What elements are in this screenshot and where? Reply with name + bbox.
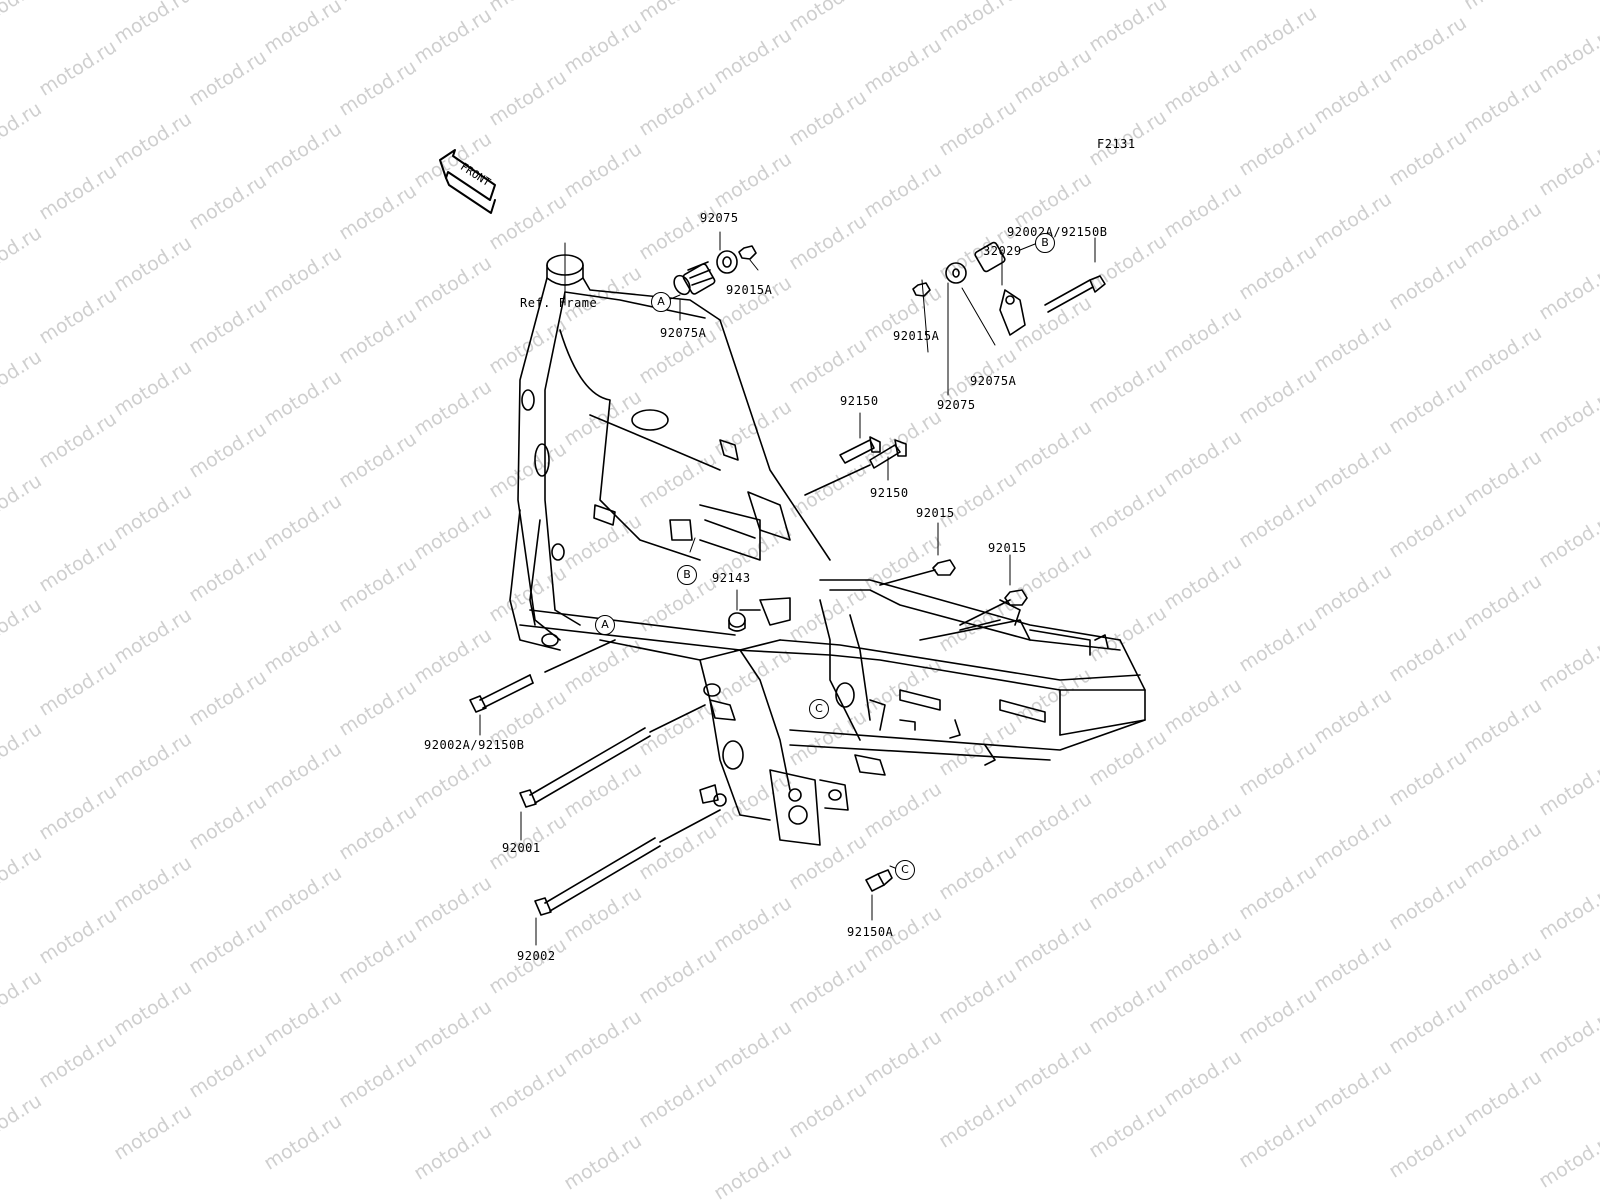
leader-lines: [479, 231, 1096, 946]
label-92015A-mid: 92015A: [893, 329, 940, 343]
label-92015-b: 92015: [988, 541, 1027, 555]
label-92001: 92001: [502, 841, 541, 855]
figure-code: F2131: [1097, 137, 1136, 151]
label-92015-a: 92015: [916, 506, 955, 520]
ref-callout-b-frame: B: [677, 565, 697, 585]
label-92015A-top: 92015A: [726, 283, 773, 297]
hardware-icons: [469, 241, 1106, 916]
label-92150-a: 92150: [840, 394, 879, 408]
ref-callout-c-frame: C: [809, 699, 829, 719]
frame-icon: [509, 254, 1146, 846]
label-92002: 92002: [517, 949, 556, 963]
front-arrow-icon: FRONT: [439, 149, 496, 214]
label-92075A-top: 92075A: [660, 326, 707, 340]
label-92075A-mid: 92075A: [970, 374, 1017, 388]
label-92002A-92150B-right: 92002A/92150B: [1007, 225, 1108, 239]
label-92143: 92143: [712, 571, 751, 585]
label-ref-frame: Ref. Frame: [520, 296, 598, 310]
ref-callout-c-bolt: C: [895, 860, 915, 880]
ref-callout-b-top: B: [1035, 233, 1055, 253]
label-92150-b: 92150: [870, 486, 909, 500]
label-92002A-92150B-left: 92002A/92150B: [424, 738, 525, 752]
label-32029: 32029: [983, 244, 1022, 258]
ref-callout-a-top: A: [651, 292, 671, 312]
front-arrow-text: FRONT: [458, 160, 493, 189]
label-92075-top: 92075: [700, 211, 739, 225]
label-92075-mid: 92075: [937, 398, 976, 412]
ref-callout-a-frame: A: [595, 615, 615, 635]
label-92150A: 92150A: [847, 925, 894, 939]
